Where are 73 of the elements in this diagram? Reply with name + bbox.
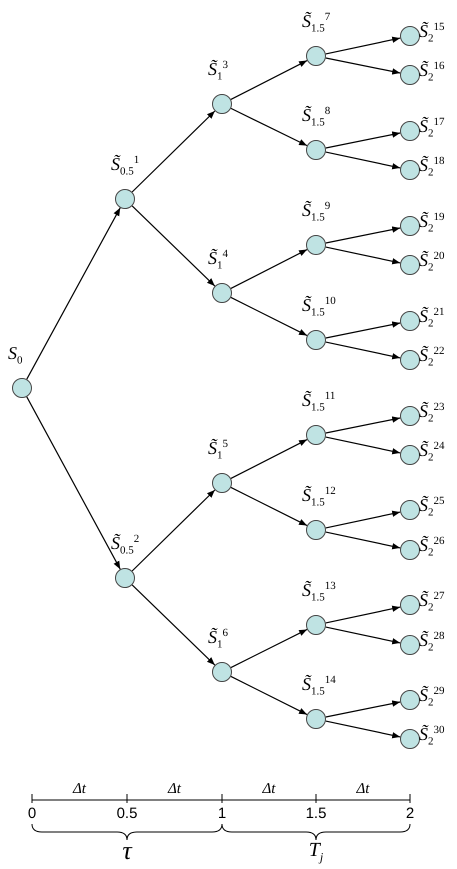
tree-node [400, 406, 420, 426]
tree-node [400, 121, 420, 141]
arrow [326, 720, 400, 738]
arrow [132, 206, 216, 286]
arrow [132, 490, 216, 572]
arrow [326, 342, 400, 360]
axis-label: Δt [262, 782, 276, 797]
arrow [230, 439, 308, 479]
axis-label: Δt [73, 782, 86, 797]
tree-node [115, 189, 135, 209]
tree-node [306, 709, 326, 729]
tree-node [306, 235, 326, 255]
axis-label: 1 [218, 806, 226, 821]
arrow [326, 57, 400, 75]
tree-node [306, 140, 326, 160]
arrow [326, 36, 400, 54]
tree-node [400, 540, 420, 560]
arrow [326, 131, 400, 149]
arrow [326, 700, 400, 718]
tree-node [212, 94, 232, 114]
tree-node [400, 595, 420, 615]
arrow [230, 60, 308, 100]
tree-node [306, 425, 326, 445]
axis-label: 0 [28, 806, 36, 821]
axis-label: 0.5 [116, 806, 138, 821]
arrow [326, 226, 400, 244]
tree-node [400, 350, 420, 370]
tree-node [306, 46, 326, 66]
tree-node [400, 500, 420, 520]
arrow [230, 108, 308, 146]
arrow [326, 606, 400, 624]
arrow [326, 532, 400, 550]
arrow [230, 486, 308, 526]
tree-node [400, 690, 420, 710]
arrow [326, 416, 400, 434]
tree-node [212, 473, 232, 493]
arrow [132, 110, 216, 192]
tree-node [400, 635, 420, 655]
axis-label: Δt [356, 782, 370, 797]
arrow [230, 628, 308, 668]
tree-node [212, 283, 232, 303]
arrow [326, 321, 400, 339]
arrow [326, 246, 400, 264]
tree-node [400, 160, 420, 180]
arrow [326, 626, 400, 644]
tree-node [115, 568, 135, 588]
tree-node [306, 615, 326, 635]
arrow [230, 296, 308, 336]
arrow [26, 208, 121, 380]
node-label: S$_{0}$ [8, 344, 22, 367]
tree-node [306, 330, 326, 350]
tree-node [306, 520, 326, 540]
tree-node [12, 378, 32, 398]
tree-node [212, 662, 232, 682]
arrow [230, 676, 308, 716]
axis-label: 1.5 [306, 806, 326, 821]
axis-label: Δt [168, 782, 181, 797]
tree-node [400, 311, 420, 331]
axis-label: τ [122, 838, 132, 864]
tree-node [400, 26, 420, 46]
arrow [26, 396, 121, 570]
tree-node [400, 445, 420, 465]
tree-node [400, 255, 420, 275]
axis-label: 2 [406, 806, 414, 821]
arrow [132, 584, 216, 666]
tree-node [400, 65, 420, 85]
arrow [326, 436, 400, 454]
tree-node [400, 216, 420, 236]
axis-label: T$_{j}$ [308, 840, 324, 863]
arrow [230, 249, 308, 289]
arrow [326, 510, 400, 528]
tree-node [400, 729, 420, 749]
arrow [326, 152, 400, 170]
